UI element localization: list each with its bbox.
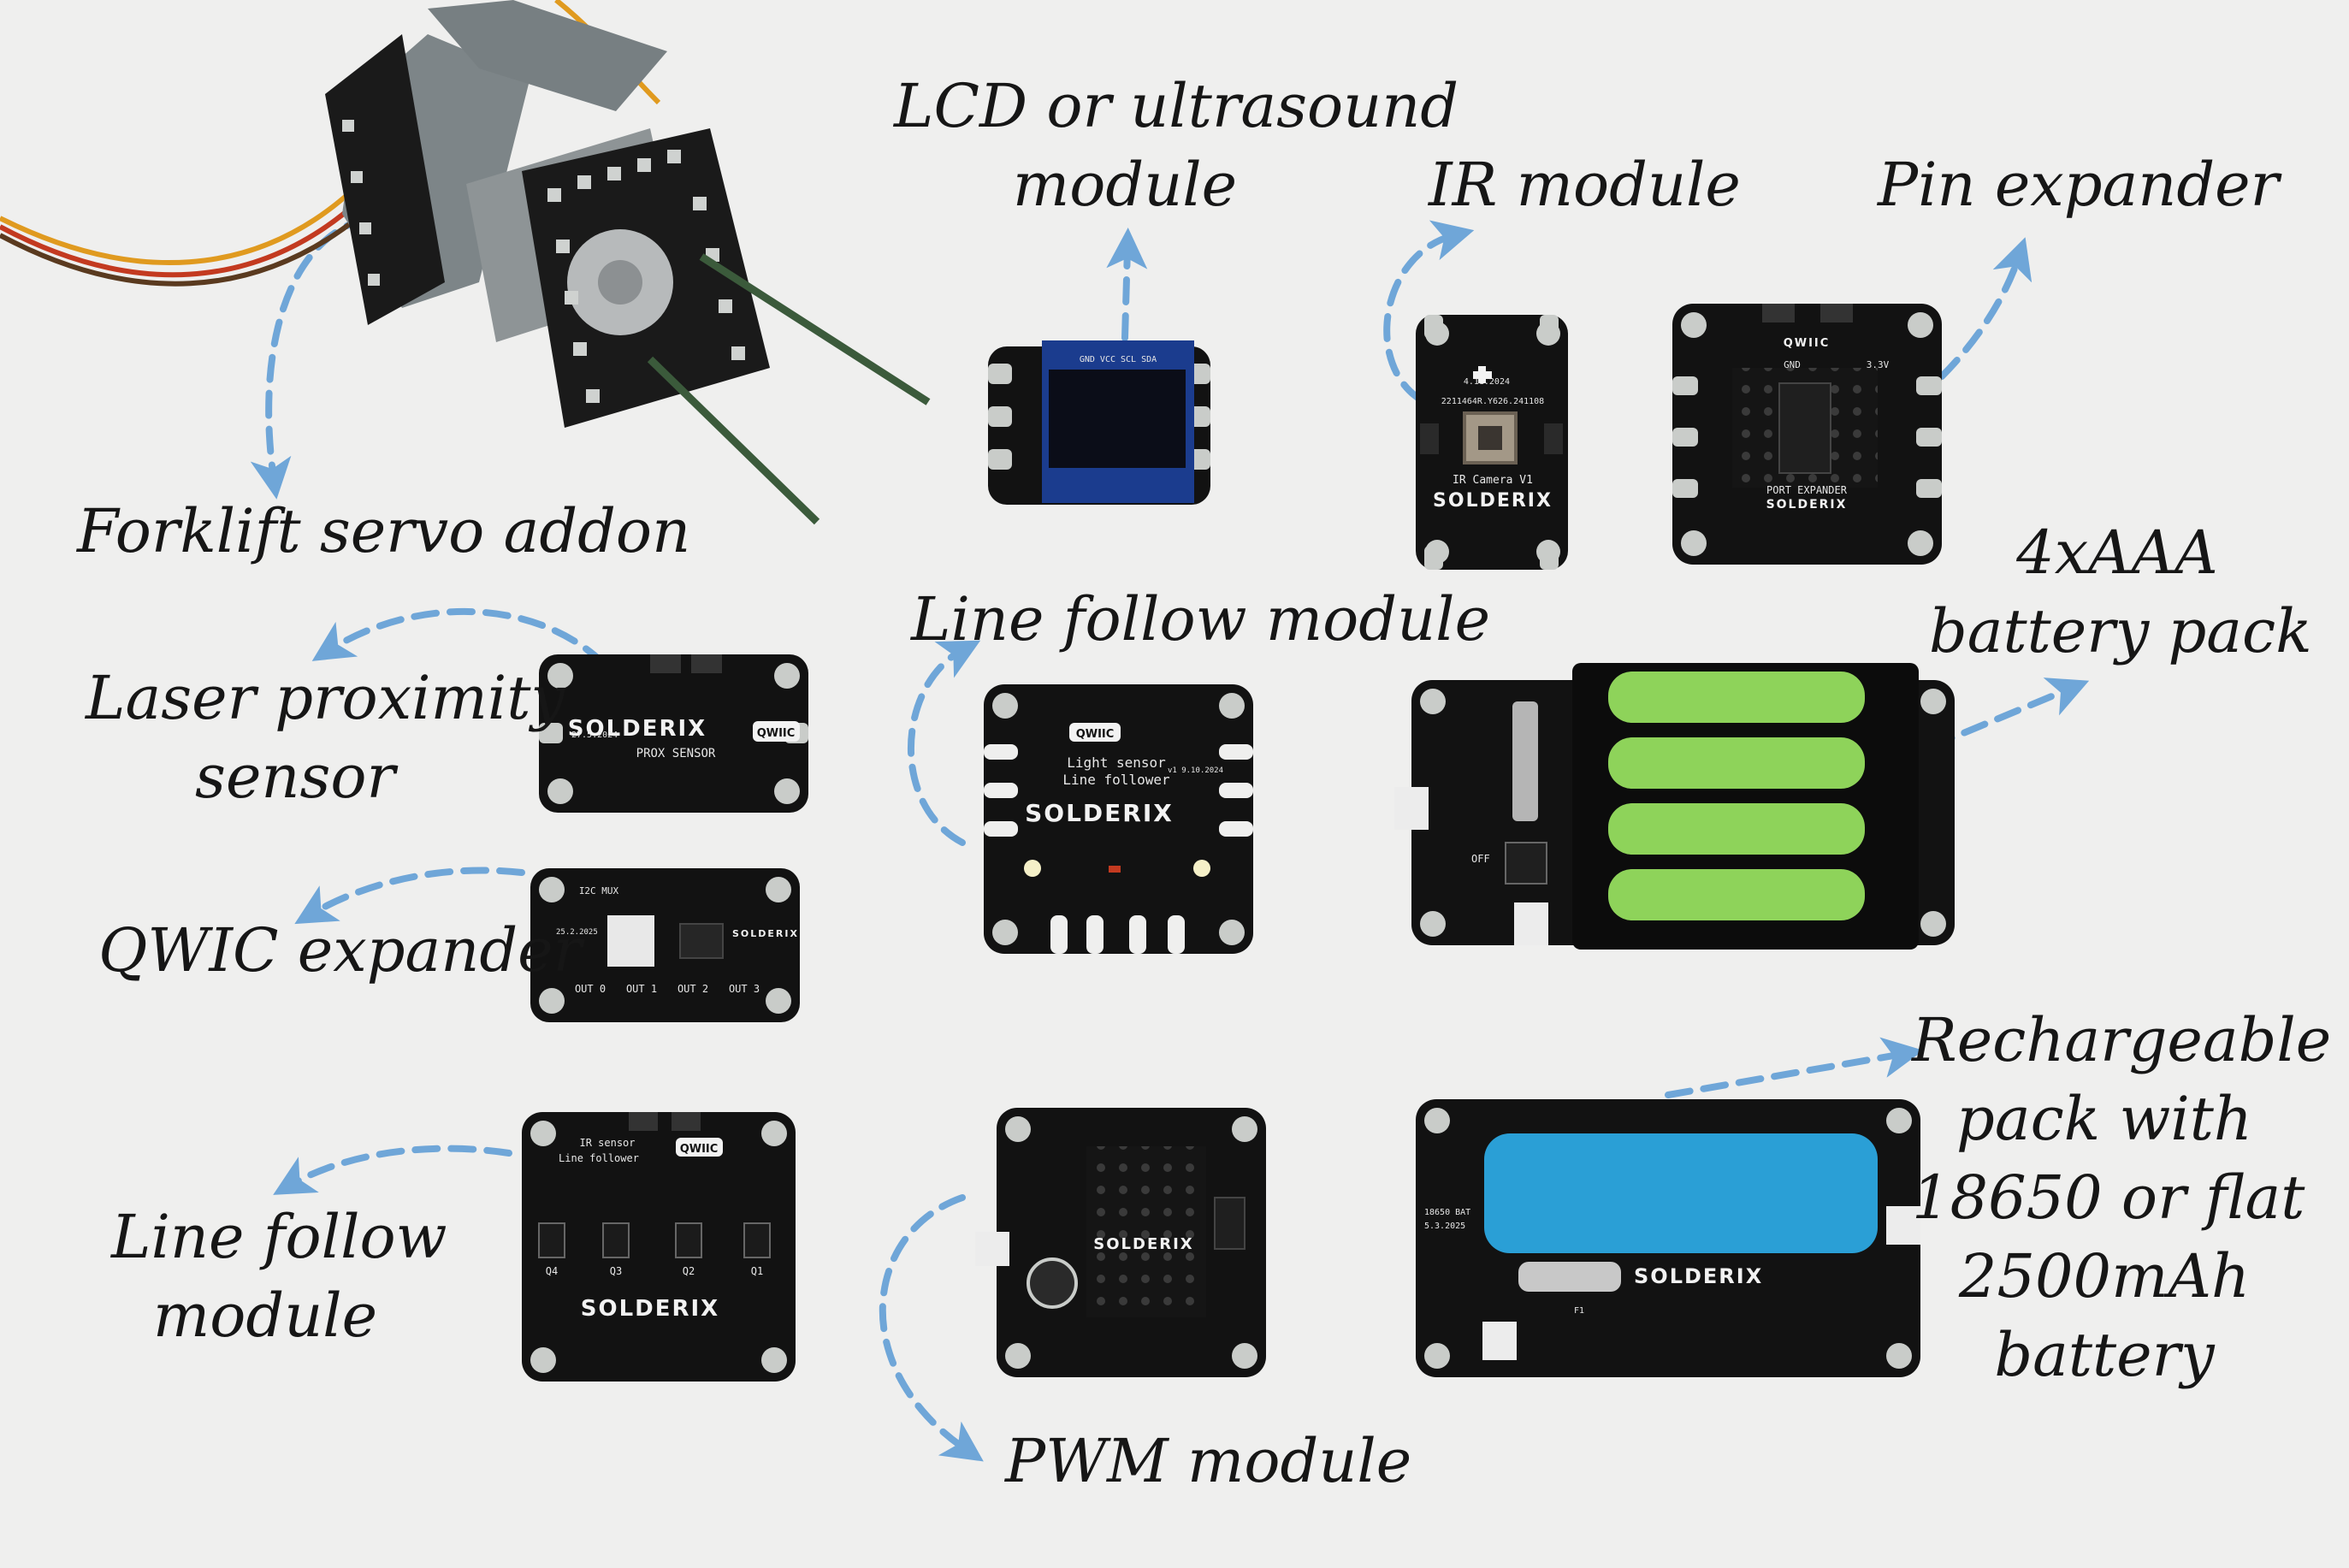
svg-text:OUT 3: OUT 3 [729, 983, 760, 995]
svg-text:OFF: OFF [1471, 853, 1490, 865]
svg-text:IR sensor: IR sensor [579, 1137, 635, 1149]
aaa-cells [1608, 672, 1865, 920]
arrow-line-follow-center [908, 640, 981, 846]
svg-text:QWIIC: QWIIC [1076, 728, 1115, 741]
label-qwic-expander: QWIC expander [98, 915, 583, 985]
svg-text:SOLDERIX: SOLDERIX [581, 1296, 719, 1322]
svg-text:25.2.2025: 25.2.2025 [556, 928, 598, 937]
ir-line-follow-module: IR sensor Line follower QWIIC Q4 Q3 Q2 Q… [522, 1112, 796, 1382]
arrow-forklift [250, 215, 371, 500]
svg-text:Q2: Q2 [683, 1265, 695, 1277]
svg-text:2211464R.Y626.241108: 2211464R.Y626.241108 [1441, 397, 1544, 406]
svg-text:F1: F1 [1574, 1306, 1584, 1316]
svg-text:SOLDERIX: SOLDERIX [1766, 498, 1848, 512]
svg-text:Line follower: Line follower [559, 1152, 639, 1164]
arrow-qwic [294, 867, 525, 925]
arrow-lcd [1106, 228, 1148, 341]
svg-text:SOLDERIX: SOLDERIX [1433, 490, 1553, 512]
aaa-battery-pack-module: OFF [1394, 663, 1955, 950]
svg-text:4.11.2024: 4.11.2024 [1464, 377, 1510, 387]
label-pin-expander: Pin expander [1878, 150, 2280, 220]
svg-text:SOLDERIX: SOLDERIX [1093, 1235, 1193, 1253]
laser-proximity-sensor-module: SOLDERIX PROX SENSOR 27.5.2024 QWIIC [539, 654, 808, 813]
svg-text:SOLDERIX: SOLDERIX [732, 928, 799, 939]
svg-text:PROX SENSOR: PROX SENSOR [636, 747, 716, 760]
arrow-laser [311, 608, 606, 666]
svg-text:Light sensor: Light sensor [1067, 754, 1166, 771]
svg-text:SOLDERIX: SOLDERIX [1634, 1264, 1763, 1288]
svg-text:OUT 2: OUT 2 [677, 983, 708, 995]
svg-text:PORT EXPANDER: PORT EXPANDER [1766, 484, 1848, 496]
svg-text:OUT 1: OUT 1 [626, 983, 657, 995]
svg-text:OUT 0: OUT 0 [575, 983, 606, 995]
svg-text:GND: GND [1784, 359, 1801, 370]
pin-expander-module: GND 3.3V PORT EXPANDER SOLDERIX QWIIC [1672, 304, 1942, 565]
svg-text:18650 BAT: 18650 BAT [1424, 1208, 1470, 1217]
svg-text:Q4: Q4 [546, 1265, 558, 1277]
ir-camera-module: 4.11.2024 2211464R.Y626.241108 IR Camera… [1416, 315, 1568, 570]
light-sensor-line-follow-module: QWIIC Light sensor Line follower v1 9.10… [984, 684, 1253, 954]
svg-text:QWIIC: QWIIC [1784, 337, 1831, 350]
arrow-line-follow-left [273, 1145, 512, 1195]
pwm-module: SOLDERIX [975, 1108, 1266, 1377]
lcd-module: GND VCC SCL SDA [988, 340, 1210, 505]
svg-text:5.3.2025: 5.3.2025 [1424, 1222, 1465, 1231]
rechargeable-18650-pack-module: SOLDERIX 18650 BAT 5.3.2025 F1 [1416, 1099, 1920, 1377]
svg-text:Line follower: Line follower [1062, 772, 1170, 788]
label-lcd-module: LCD or ultrasound module [894, 71, 1459, 220]
svg-text:SOLDERIX: SOLDERIX [1025, 799, 1174, 827]
svg-text:SOLDERIX: SOLDERIX [568, 716, 707, 742]
label-laser-proximity-sensor: Laser proximity sensor [86, 663, 565, 812]
solderix-logo-icon [1473, 366, 1492, 383]
label-line-follow-center: Line follow module [911, 584, 1490, 654]
svg-text:3.3V: 3.3V [1867, 359, 1890, 370]
svg-text:Q1: Q1 [751, 1265, 763, 1277]
forklift-servo-addon [0, 0, 931, 525]
qwic-expander-module: 25.2.2025 I2C MUX SOLDERIX OUT 0 OUT 1 O… [530, 868, 800, 1022]
arrow-pwm [879, 1194, 984, 1462]
label-aaa-battery-pack: 4xAAA battery pack [1929, 518, 2312, 666]
svg-text:v1 9.10.2024: v1 9.10.2024 [1168, 766, 1223, 775]
svg-text:27.5.2024: 27.5.2024 [571, 731, 618, 740]
arrow-pin-expander [1938, 237, 2032, 380]
label-pwm-module: PWM module [1005, 1426, 1412, 1496]
label-ir-module: IR module [1429, 150, 1741, 220]
svg-text:IR Camera V1: IR Camera V1 [1453, 474, 1533, 487]
arrow-rechargeable [1665, 1037, 1924, 1098]
svg-text:QWIIC: QWIIC [680, 1143, 719, 1156]
svg-text:Q3: Q3 [610, 1265, 622, 1277]
label-line-follow-left: Line follow module [111, 1202, 447, 1351]
svg-text:QWIIC: QWIIC [757, 727, 796, 740]
svg-text:I2C MUX: I2C MUX [579, 885, 619, 896]
label-forklift-servo-addon: Forklift servo addon [77, 496, 691, 566]
oled-pins-text: GND VCC SCL SDA [1080, 355, 1157, 364]
label-rechargeable-pack: Rechargeable pack with 18650 or flat 250… [1912, 1005, 2332, 1390]
